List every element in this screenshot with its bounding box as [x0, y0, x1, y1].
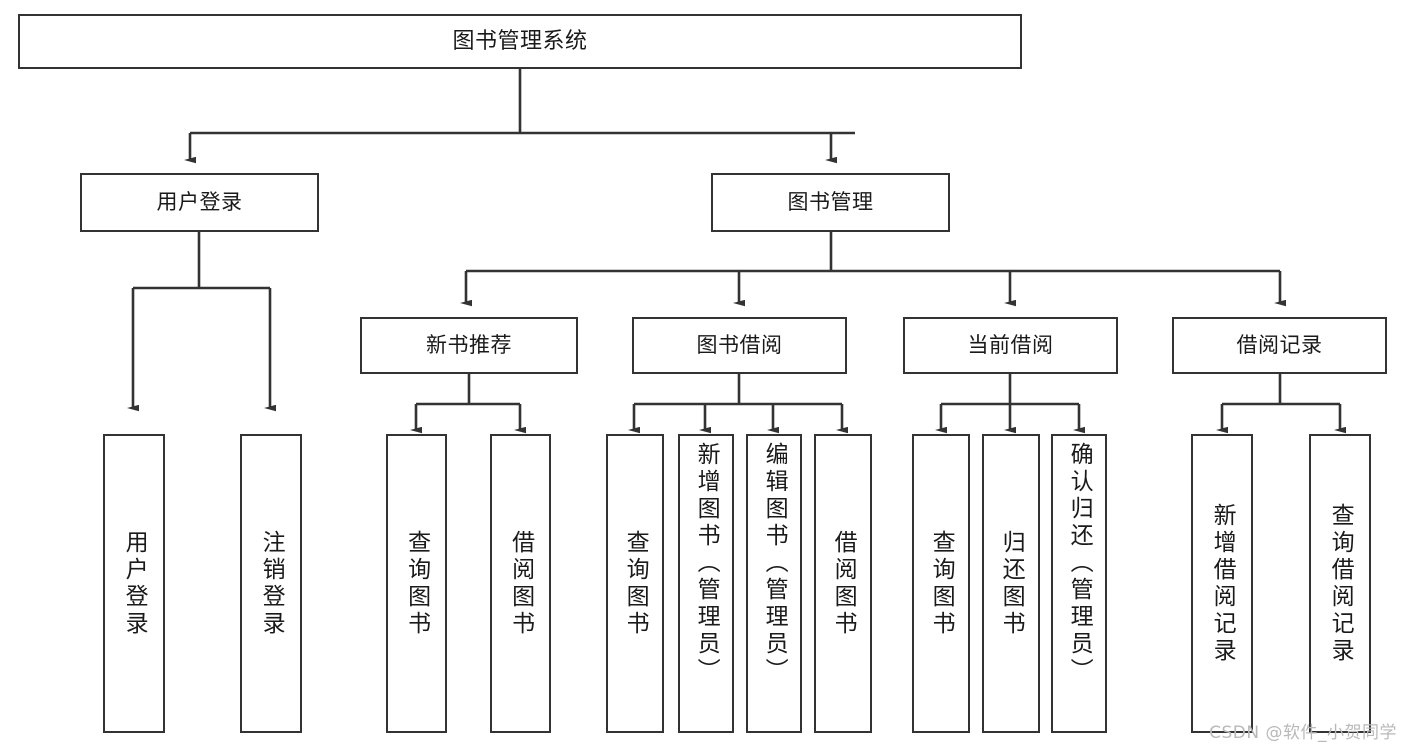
node-leaf-borrow-book-borrow[interactable]: 借阅图书	[814, 434, 872, 733]
node-label: 图书管理系统	[452, 28, 588, 54]
node-book-borrow[interactable]: 图书借阅	[632, 317, 847, 374]
node-leaf-return-book[interactable]: 归还图书	[982, 434, 1040, 733]
node-leaf-logout-login[interactable]: 注销登录	[240, 434, 302, 733]
node-label: 新书推荐	[426, 333, 512, 358]
node-leaf-add-book-admin[interactable]: 新增图书（管理员）	[678, 434, 734, 733]
node-leaf-borrow-book-recommend[interactable]: 借阅图书	[490, 434, 551, 733]
watermark-text: CSDN @软件_小贺同学	[1209, 723, 1397, 743]
node-current-borrow[interactable]: 当前借阅	[903, 317, 1118, 374]
node-label: 查询借阅记录	[1327, 502, 1354, 665]
node-label: 用户登录	[121, 529, 148, 638]
node-user-login[interactable]: 用户登录	[80, 173, 319, 232]
node-new-book-recommend[interactable]: 新书推荐	[360, 317, 578, 374]
node-label: 查询图书	[928, 529, 955, 638]
node-label: 借阅图书	[830, 529, 857, 638]
node-book-management[interactable]: 图书管理	[711, 173, 950, 232]
node-label: 注销登录	[258, 529, 285, 638]
node-label: 新增图书（管理员）	[693, 442, 720, 685]
node-label: 用户登录	[156, 190, 243, 215]
node-leaf-add-borrow-record[interactable]: 新增借阅记录	[1191, 434, 1253, 733]
node-leaf-query-book-recommend[interactable]: 查询图书	[386, 434, 447, 733]
node-label: 确认归还（管理员）	[1066, 442, 1093, 685]
node-leaf-query-borrow-record[interactable]: 查询借阅记录	[1309, 434, 1371, 733]
node-label: 查询图书	[622, 529, 649, 638]
node-leaf-edit-book-admin[interactable]: 编辑图书（管理员）	[746, 434, 802, 733]
node-leaf-query-book-borrow[interactable]: 查询图书	[606, 434, 664, 733]
node-leaf-user-login[interactable]: 用户登录	[103, 434, 165, 733]
node-label: 图书借阅	[696, 333, 783, 358]
node-leaf-query-book-current[interactable]: 查询图书	[912, 434, 970, 733]
node-label: 当前借阅	[967, 333, 1054, 358]
node-label: 归还图书	[998, 529, 1025, 638]
node-label: 新增借阅记录	[1209, 502, 1236, 665]
node-label: 借阅图书	[507, 529, 534, 638]
node-label: 借阅记录	[1236, 333, 1323, 358]
node-leaf-confirm-return-admin[interactable]: 确认归还（管理员）	[1051, 434, 1107, 733]
node-root-book-management-system[interactable]: 图书管理系统	[18, 14, 1022, 69]
node-label: 图书管理	[787, 190, 874, 215]
node-label: 查询图书	[403, 529, 430, 638]
node-borrow-record[interactable]: 借阅记录	[1172, 317, 1387, 374]
node-label: 编辑图书（管理员）	[761, 442, 788, 685]
